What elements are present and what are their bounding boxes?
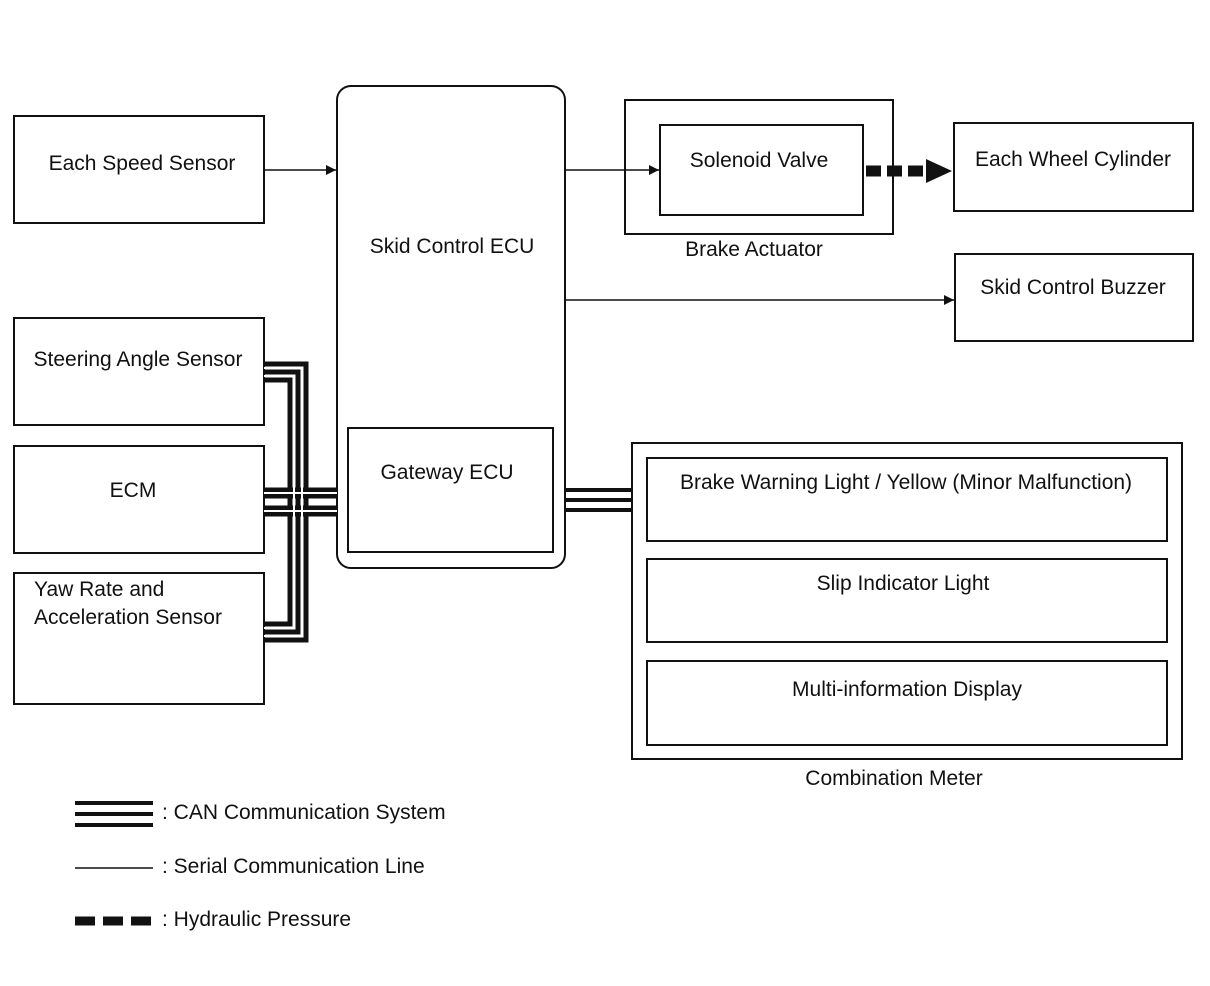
legend-can-label: : CAN Communication System (162, 801, 446, 824)
can-bus-left (264, 361, 337, 643)
brake-warning-light-label: Brake Warning Light / Yellow (Minor Malf… (679, 471, 1133, 494)
legend-hydraulic-label: : Hydraulic Pressure (162, 908, 352, 931)
gateway-ecu-box (347, 427, 554, 553)
each-speed-sensor-label: Each Speed Sensor (48, 152, 236, 175)
legend-serial-label: : Serial Communication Line (162, 855, 425, 878)
ecm-label: ECM (109, 479, 157, 502)
multi-information-display-box (646, 660, 1168, 746)
combination-meter-label: Combination Meter (805, 767, 983, 790)
solenoid-valve-box (659, 124, 864, 216)
steering-angle-sensor-label: Steering Angle Sensor (33, 348, 243, 371)
combination-meter-box (631, 442, 1183, 760)
multi-information-display-label: Multi-information Display (792, 678, 1022, 701)
skid-control-buzzer-box (954, 253, 1194, 342)
skid-control-buzzer-label: Skid Control Buzzer (980, 276, 1166, 299)
solenoid-valve-label: Solenoid Valve (689, 149, 829, 172)
yaw-rate-sensor-label-line1: Yaw Rate and (34, 578, 165, 601)
each-wheel-cylinder-box (953, 122, 1194, 212)
ecm-box (13, 445, 265, 554)
yaw-rate-sensor-label-line2: Acceleration Sensor (34, 606, 222, 629)
can-bus-right (565, 488, 632, 512)
slip-indicator-light-box (646, 558, 1168, 643)
skid-control-ecu-box (336, 85, 566, 569)
slip-indicator-light-label: Slip Indicator Light (816, 572, 990, 595)
brake-warning-light-box (646, 457, 1168, 542)
skid-control-ecu-label: Skid Control ECU (369, 235, 535, 258)
hydraulic-arrow-head (926, 159, 952, 183)
gateway-ecu-label: Gateway ECU (380, 461, 514, 484)
brake-actuator-label: Brake Actuator (685, 238, 823, 261)
each-wheel-cylinder-label: Each Wheel Cylinder (974, 148, 1172, 171)
legend-can-symbol (75, 801, 153, 827)
